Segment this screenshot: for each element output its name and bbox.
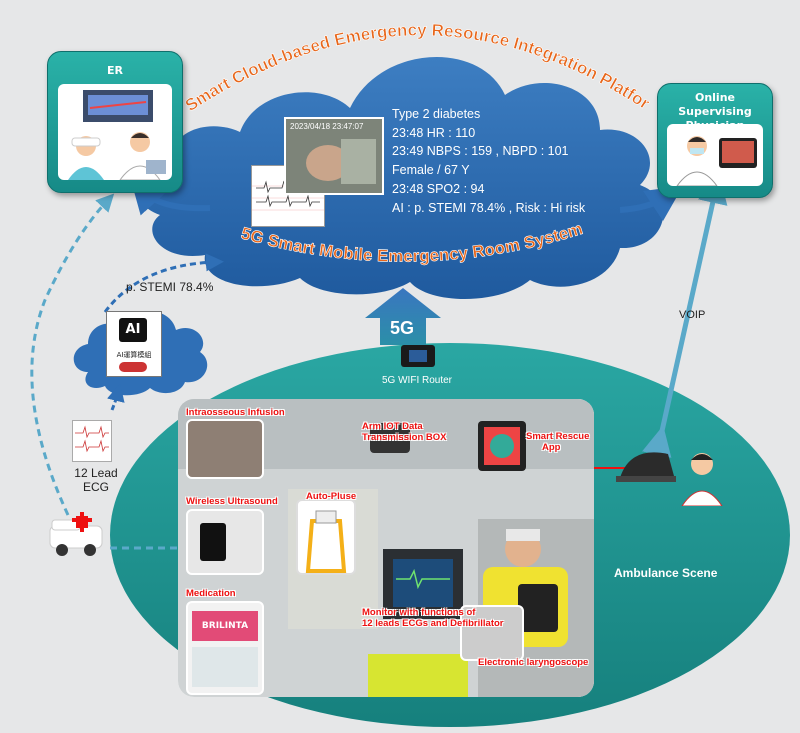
tag-monitor-2: 12 leads ECGs and Defibrillator xyxy=(362,618,504,629)
vitals-panel: Type 2 diabetes 23:48 HR : 110 23:49 NBP… xyxy=(392,105,585,217)
vital-demographics: Female / 67 Y xyxy=(392,163,470,178)
physician-illustration xyxy=(667,124,763,187)
tag-rescue-app-2: App xyxy=(542,442,561,453)
tag-ultrasound: Wireless Ultrasound xyxy=(186,496,278,507)
patient-photo: 2023/04/18 23:47:07 xyxy=(284,117,384,195)
tag-iot-box-2: Transmission BOX xyxy=(362,432,447,443)
5g-uplink-arrow xyxy=(365,288,441,345)
tag-iot-box-1: Arm IOT Data xyxy=(362,421,423,432)
ambulance-to-er-dashed xyxy=(30,193,115,516)
laryngoscope-photo xyxy=(460,605,524,661)
er-card: ER xyxy=(47,51,183,193)
ai-to-cloud-arrow xyxy=(103,253,224,313)
er-doctors-icon xyxy=(68,90,166,181)
vital-spo2: 23:48 SPO2 : 94 xyxy=(392,181,485,196)
paramedic-icon xyxy=(616,452,723,506)
medication-photo: BRILINTA xyxy=(186,601,264,695)
tag-monitor-1: Monitor with functions of xyxy=(362,607,476,618)
vital-hr: 23:48 HR : 110 xyxy=(392,125,476,140)
tag-intraosseous: Intraosseous Infusion xyxy=(186,407,285,418)
ai-chip-icon: AI xyxy=(119,318,147,342)
ultrasound-photo xyxy=(186,509,264,575)
tag-rescue-app-1: Smart Rescue xyxy=(526,431,590,442)
physician-icon xyxy=(676,136,757,187)
router-label: 5G WIFI Router xyxy=(382,375,453,386)
ai-module-caption: AI運算模組 xyxy=(116,351,152,359)
ai-module-box: AI AI運算模組 xyxy=(106,311,162,377)
photo-timestamp: 2023/04/18 23:47:07 xyxy=(290,122,364,131)
tag-autopulse: Auto-Pluse xyxy=(306,491,357,502)
intraosseous-photo xyxy=(186,419,264,479)
voip-arrow xyxy=(642,173,728,458)
ambulance-icon xyxy=(49,512,103,556)
autopulse-photo xyxy=(296,499,356,575)
ecg-paper-icon xyxy=(72,420,112,462)
er-label: ER xyxy=(107,64,123,77)
cloud-to-er-arrow xyxy=(129,176,211,216)
physician-card: Online Supervising Physician xyxy=(657,83,773,198)
ecg-label: 12 Lead ECG xyxy=(74,466,118,494)
ecg-to-ai-arrow xyxy=(107,383,125,411)
vital-diagnosis: Type 2 diabetes xyxy=(392,107,481,121)
voip-label: VOIP xyxy=(679,309,706,321)
vital-nbp: 23:49 NBPS : 159 , NBPD : 101 xyxy=(392,144,569,159)
tag-laryngoscope: Electronic laryngoscope xyxy=(478,657,589,668)
main-cloud xyxy=(134,56,664,300)
medication-box-label: BRILINTA xyxy=(192,611,258,641)
er-illustration xyxy=(58,84,172,181)
ai-logo-icon xyxy=(119,362,147,372)
stemi-label: p. STEMI 78.4% xyxy=(126,280,214,294)
ambulance-scene-label: Ambulance Scene xyxy=(614,566,718,580)
5g-label: 5G xyxy=(390,318,415,338)
tag-medication: Medication xyxy=(186,588,236,599)
ambulance-scene-photo: BRILINTA Intraosseous Infusion Wireless … xyxy=(178,399,594,697)
vital-ai-risk: AI : p. STEMI 78.4% , Risk : Hi risk xyxy=(392,200,586,215)
